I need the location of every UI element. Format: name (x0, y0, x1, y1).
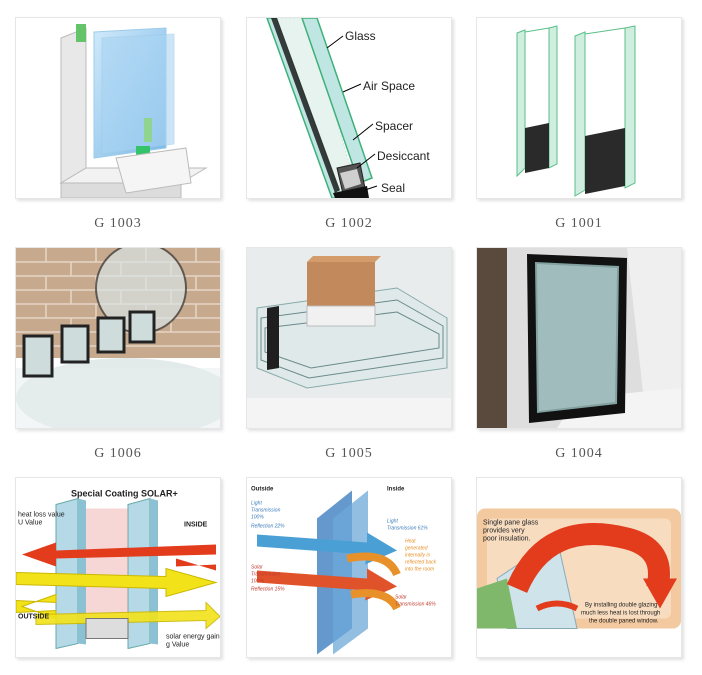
double-glazing-insulation-image: Single pane glass provides very poor ins… (477, 478, 681, 657)
label-solar-gain-2: g Value (166, 642, 189, 649)
label-outside: Outside (251, 487, 274, 493)
label-desiccant: Desiccant (377, 149, 430, 163)
solar-coating-diagram-image: Special Coating SOLAR+ heat loss value U… (16, 478, 220, 657)
product-image-transmission[interactable]: Outside Inside Light Transmission 100% R… (246, 477, 452, 658)
light-solar-transmission-diagram-image: Outside Inside Light Transmission 100% R… (247, 478, 451, 657)
label-double-2: much less heat is lost through (581, 611, 660, 617)
glass-corner-sample-image (247, 248, 451, 428)
pvc-window-profile-image (59, 24, 208, 198)
label-lt-right-1: Light (387, 519, 398, 525)
product-tile-g1004[interactable]: G 1004 (476, 247, 682, 462)
label-inside: INSIDE (184, 522, 208, 529)
product-image-g1003[interactable] (15, 17, 221, 199)
double-glass-panes-image (516, 25, 636, 197)
product-image-g1004[interactable] (476, 247, 682, 429)
product-tile-solar-coating[interactable]: Special Coating SOLAR+ heat loss value U… (15, 477, 221, 675)
label-outside: OUTSIDE (18, 614, 49, 621)
product-image-solar-coating[interactable]: Special Coating SOLAR+ heat loss value U… (15, 477, 221, 658)
label-heat-loss-1: heat loss value (18, 512, 65, 519)
label-lt-left-1: Light (251, 501, 262, 507)
label-single-3: poor insulation. (483, 536, 531, 543)
framed-glass-unit-image (477, 248, 681, 428)
label-st-right-1: Solar (395, 595, 407, 601)
label-heat-3: internally is (405, 553, 431, 559)
product-image-g1002[interactable]: Glass Air Space Spacer Desiccant Seal (246, 17, 452, 199)
product-tile-g1006[interactable]: G 1006 (15, 247, 221, 462)
label-air-space: Air Space (363, 79, 415, 93)
label-heat-5: into the room (405, 567, 434, 573)
label-heat-4: reflected back (405, 560, 437, 566)
product-tile-transmission[interactable]: Outside Inside Light Transmission 100% R… (246, 477, 452, 675)
product-image-g1001[interactable] (476, 17, 682, 199)
glass-unit-diagram-image: Glass Air Space Spacer Desiccant Seal (266, 18, 430, 198)
label-glass: Glass (345, 29, 376, 43)
label-seal: Seal (381, 181, 405, 195)
product-code: G 1001 (555, 216, 603, 231)
product-tile-g1005[interactable]: G 1005 (246, 247, 452, 462)
label-lt-left-2: Transmission (251, 508, 281, 514)
product-code: G 1006 (94, 446, 142, 461)
product-tile-g1002[interactable]: Glass Air Space Spacer Desiccant Seal G … (246, 17, 452, 232)
product-tile-g1001[interactable]: G 1001 (476, 17, 682, 232)
label-reflection-22: Reflection 22% (251, 524, 285, 530)
product-image-insulation[interactable]: Single pane glass provides very poor ins… (476, 477, 682, 658)
product-image-g1005[interactable] (246, 247, 452, 429)
label-st-left-1: Solar (251, 565, 263, 571)
product-code: G 1003 (94, 216, 142, 231)
label-st-right-2: Transmission 46% (395, 602, 436, 608)
label-inside: Inside (387, 487, 405, 493)
diagram-title: Special Coating SOLAR+ (71, 489, 178, 499)
label-double-3: the double paned window. (589, 619, 659, 625)
label-reflection-15: Reflection 15% (251, 587, 285, 593)
label-single-2: provides very (483, 528, 525, 535)
label-lt-left-3: 100% (251, 515, 264, 521)
label-heat-1: Heat (405, 539, 416, 545)
product-tile-insulation[interactable]: Single pane glass provides very poor ins… (476, 477, 682, 675)
product-code: G 1002 (325, 216, 373, 231)
label-spacer: Spacer (375, 119, 413, 133)
label-lt-right-2: Transmission 61% (387, 526, 428, 532)
label-double-1: By installing double glazing (585, 603, 657, 609)
label-heat-2: generated (405, 546, 428, 552)
label-single-1: Single pane glass (483, 520, 539, 527)
label-st-left-2: Transmission (251, 572, 281, 578)
label-heat-loss-2: U Value (18, 520, 42, 527)
glass-units-on-table-image (16, 248, 220, 428)
product-code: G 1005 (325, 446, 373, 461)
product-tile-g1003[interactable]: G 1003 (15, 17, 221, 232)
product-image-g1006[interactable] (15, 247, 221, 429)
label-st-left-3: 100% (251, 579, 264, 585)
label-solar-gain-1: solar energy gain (166, 634, 220, 641)
product-code: G 1004 (555, 446, 603, 461)
